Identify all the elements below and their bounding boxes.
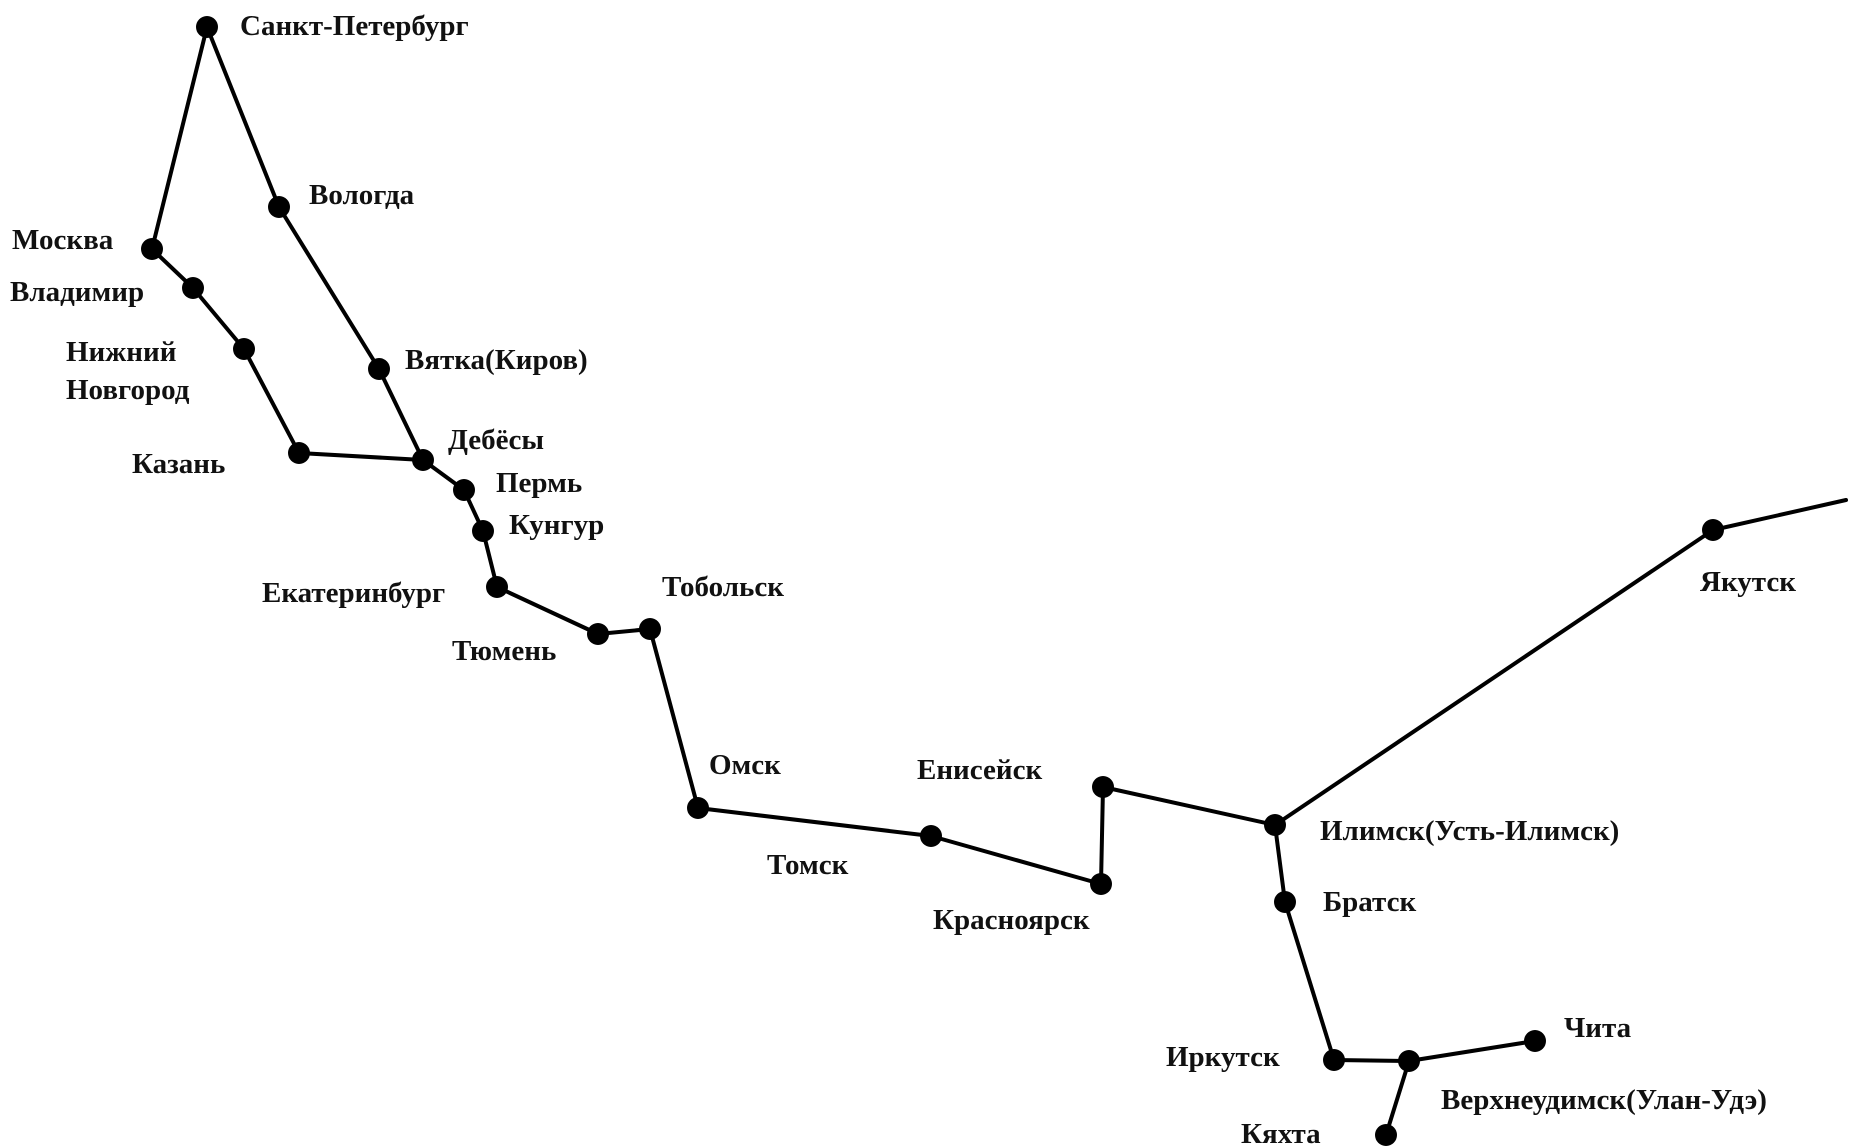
dot-kyakhta	[1375, 1124, 1397, 1146]
dot-ilimsk	[1264, 814, 1286, 836]
label-tobolsk: Тобольск	[662, 571, 784, 603]
label-kyakhta: Кяхта	[1241, 1118, 1321, 1147]
label-kazan: Казань	[132, 448, 225, 480]
route-krasnoyarsk-eniseisk	[1099, 785, 1105, 886]
city-dots	[141, 16, 1724, 1146]
dot-tomsk	[920, 825, 942, 847]
dot-krasnoyarsk	[1090, 873, 1112, 895]
route-spb-moskva	[150, 25, 209, 251]
label-verkhneudinsk: Верхнеудимск(Улан-Удэ)	[1441, 1084, 1767, 1116]
label-nizhny-1: Нижний	[66, 336, 176, 368]
label-vladimir: Владимир	[10, 276, 144, 308]
dot-ekaterinburg	[486, 576, 508, 598]
dot-tyumen	[587, 623, 609, 645]
label-yakutsk: Якутск	[1700, 566, 1796, 598]
route-ilimsk-yakutsk	[1273, 498, 1848, 827]
label-nizhny-2: Новгород	[66, 374, 190, 406]
dot-nizhny-novgorod	[233, 338, 255, 360]
route-kazan-debesy	[297, 451, 425, 462]
dot-debesy	[412, 449, 434, 471]
label-perm: Пермь	[496, 467, 582, 499]
dot-eniseisk	[1092, 776, 1114, 798]
label-debesy: Дебёсы	[448, 424, 544, 456]
dot-perm	[453, 479, 475, 501]
label-vologda: Вологда	[309, 179, 415, 211]
label-tyumen: Тюмень	[452, 635, 556, 667]
route-ilimsk-irkutsk	[1273, 823, 1336, 1062]
label-bratsk: Братск	[1323, 886, 1417, 918]
dot-moskva	[141, 238, 163, 260]
dot-verkhneudinsk	[1398, 1050, 1420, 1072]
dot-spb	[196, 16, 218, 38]
dot-kungur	[472, 520, 494, 542]
label-kungur: Кунгур	[509, 509, 604, 541]
label-ekaterinburg: Екатеринбург	[262, 577, 445, 609]
label-irkutsk: Иркутск	[1166, 1041, 1280, 1073]
label-omsk: Омск	[709, 749, 781, 781]
label-eniseisk: Енисейск	[917, 754, 1042, 786]
label-vyatka: Вятка(Киров)	[405, 344, 588, 376]
route-eniseisk-ilimsk	[1101, 785, 1277, 827]
dot-kazan	[288, 442, 310, 464]
label-krasnoyarsk: Красноярск	[933, 904, 1090, 936]
route-moskva-kazan	[150, 247, 301, 455]
dot-vologda	[268, 196, 290, 218]
dot-omsk	[687, 797, 709, 819]
dot-yakutsk	[1702, 519, 1724, 541]
route-irkutsk-chita	[1332, 1039, 1537, 1063]
route-verkhneudinsk-kyakhta	[1384, 1059, 1411, 1137]
label-ilimsk: Илимск(Усть-Илимск)	[1320, 815, 1619, 847]
dot-vyatka	[368, 358, 390, 380]
label-moskva: Москва	[12, 224, 114, 256]
dot-irkutsk	[1323, 1049, 1345, 1071]
dot-chita	[1524, 1030, 1546, 1052]
label-tomsk: Томск	[767, 849, 849, 881]
label-spb: Санкт-Петербург	[240, 10, 469, 42]
dot-tobolsk	[639, 618, 661, 640]
dot-vladimir	[182, 277, 204, 299]
label-chita: Чита	[1564, 1012, 1632, 1044]
route-spb-vologda-vyatka-debesy	[205, 25, 425, 462]
city-labels: Санкт-Петербург Вологда Москва Владимир …	[10, 10, 1796, 1147]
dot-bratsk	[1274, 891, 1296, 913]
